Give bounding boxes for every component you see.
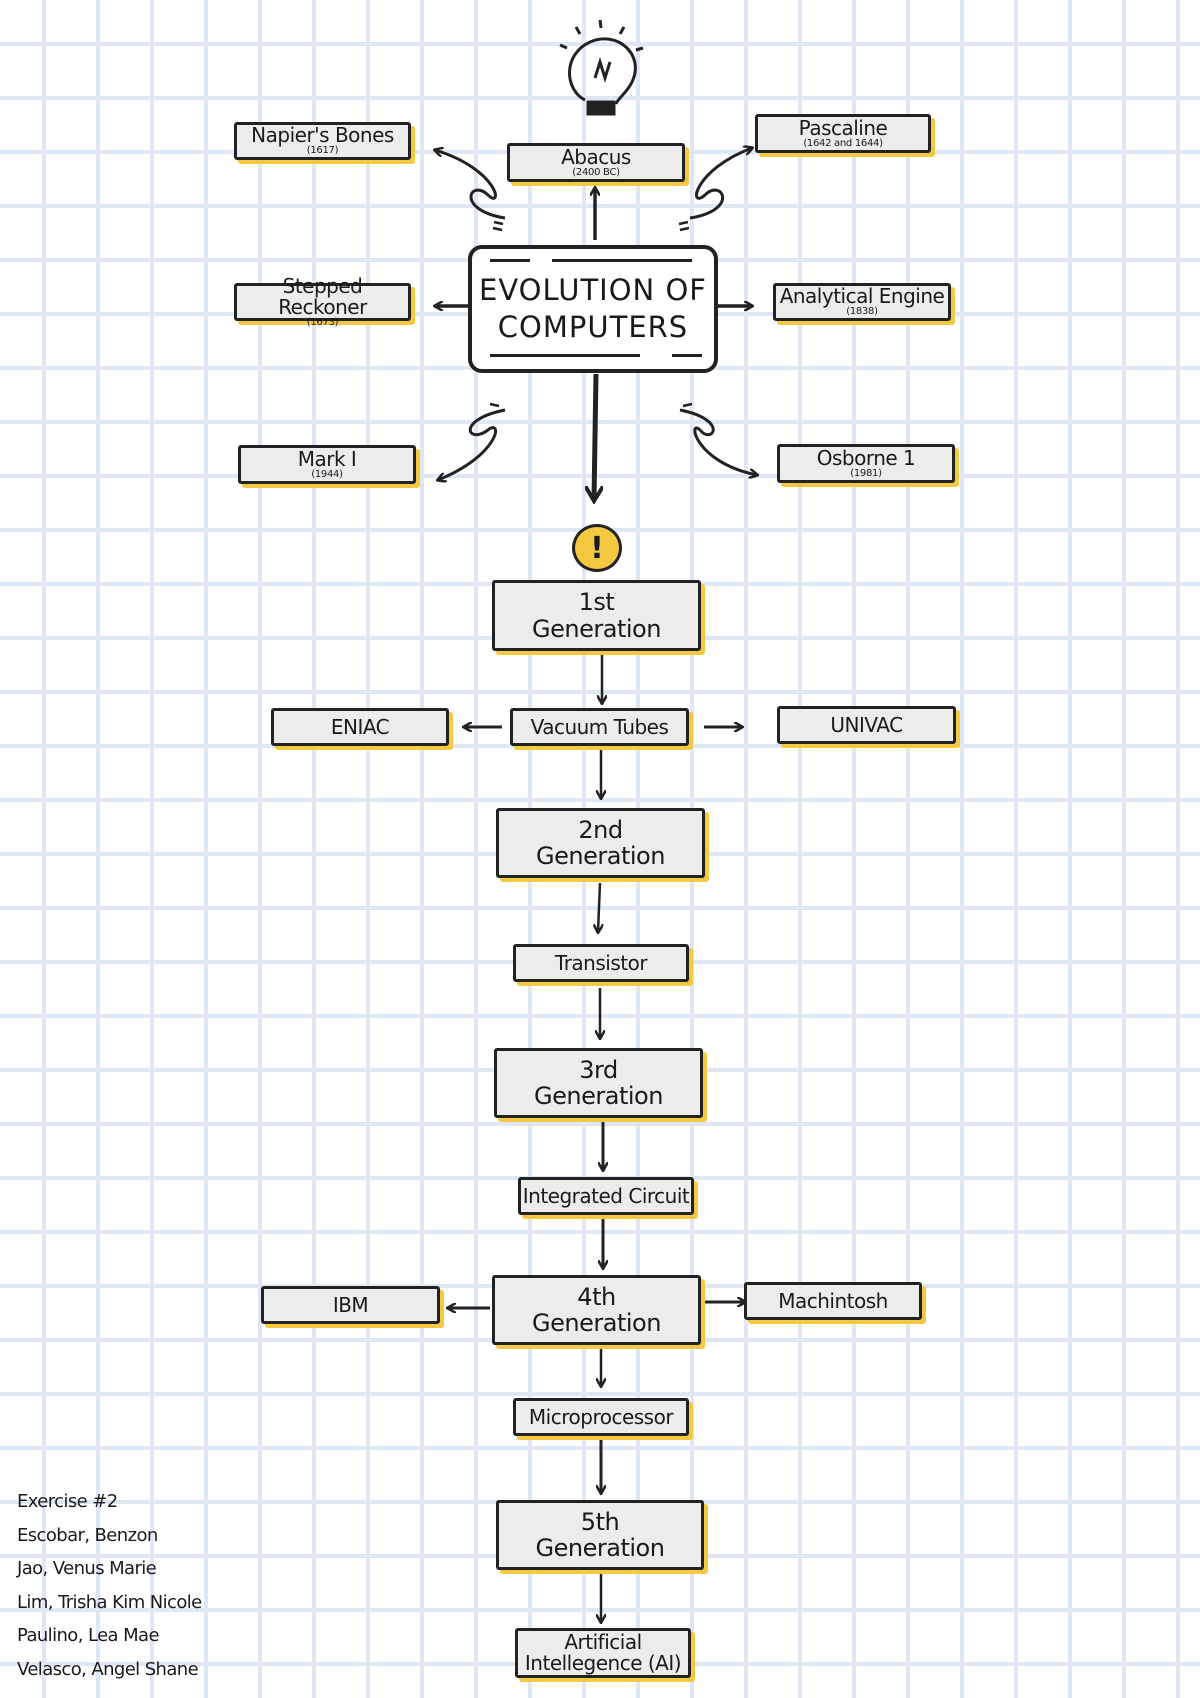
node-eniac: ENIAC bbox=[271, 708, 449, 746]
abacus-year: (2400 BC) bbox=[572, 166, 620, 178]
credits-list: Exercise #2 Escobar, Benzon Jao, Venus M… bbox=[17, 1485, 202, 1686]
node-analytical-engine: Analytical Engine (1838) bbox=[773, 283, 951, 321]
exclamation-bulb-icon: ! bbox=[572, 524, 622, 572]
ibm-label: IBM bbox=[332, 1292, 369, 1317]
gen3-line2: Generation bbox=[534, 1082, 663, 1110]
node-stepped-reckoner: Stepped Reckoner (1673) bbox=[234, 275, 411, 327]
napier-label: Napier's Bones bbox=[251, 123, 394, 148]
main-title-line2: COMPUTERS bbox=[497, 310, 689, 344]
main-title-line1: EVOLUTION OF bbox=[479, 272, 707, 307]
ic-label: Integrated Circuit bbox=[522, 1183, 690, 1208]
stepped-label: Stepped Reckoner bbox=[278, 273, 367, 319]
credit-name: Paulino, Lea Mae bbox=[17, 1625, 160, 1646]
node-artificial-intelligence: Artificial Intellegence (AI) bbox=[515, 1628, 691, 1678]
gen5-line2: Generation bbox=[535, 1534, 665, 1562]
gen2-line2: Generation bbox=[536, 842, 665, 870]
pascaline-label: Pascaline bbox=[798, 115, 888, 140]
credit-name: Jao, Venus Marie bbox=[17, 1558, 157, 1579]
node-pascaline: Pascaline (1642 and 1644) bbox=[755, 114, 931, 153]
node-abacus: Abacus (2400 BC) bbox=[507, 143, 685, 182]
osborne-label: Osborne 1 bbox=[816, 445, 916, 470]
node-univac: UNIVAC bbox=[777, 706, 956, 744]
gen2-line1: 2nd bbox=[578, 815, 623, 844]
eniac-label: ENIAC bbox=[330, 714, 390, 739]
node-integrated-circuit: Integrated Circuit bbox=[518, 1177, 694, 1215]
node-3rd-generation: 3rd Generation bbox=[494, 1048, 703, 1118]
osborne-year: (1981) bbox=[850, 467, 882, 479]
node-5th-generation: 5th Generation bbox=[496, 1500, 704, 1570]
node-napiers-bones: Napier's Bones (1617) bbox=[234, 122, 411, 160]
microprocessor-label: Microprocessor bbox=[528, 1404, 674, 1429]
credit-name: Lim, Trisha Kim Nicole bbox=[17, 1591, 202, 1613]
node-1st-generation: 1st Generation bbox=[492, 580, 701, 651]
pascaline-year: (1642 and 1644) bbox=[803, 137, 883, 149]
gen4-line2: Generation bbox=[532, 1309, 661, 1337]
stepped-year: (1673) bbox=[306, 316, 339, 328]
mark-year: (1944) bbox=[311, 468, 343, 480]
node-machintosh: Machintosh bbox=[744, 1282, 922, 1320]
mark-label: Mark I bbox=[297, 446, 357, 471]
node-mark-i: Mark I (1944) bbox=[238, 445, 416, 484]
node-4th-generation: 4th Generation bbox=[492, 1275, 701, 1345]
node-ibm: IBM bbox=[261, 1286, 440, 1324]
credit-name: Velasco, Angel Shane bbox=[17, 1658, 199, 1680]
analytical-label: Analytical Engine bbox=[779, 284, 945, 309]
gen1-line2: Generation bbox=[532, 614, 661, 643]
lightbulb-icon bbox=[559, 19, 644, 116]
node-vacuum-tubes: Vacuum Tubes bbox=[510, 708, 689, 746]
gen4-line1: 4th bbox=[577, 1282, 616, 1311]
transistor-label: Transistor bbox=[554, 950, 648, 975]
credit-exercise: Exercise #2 bbox=[17, 1491, 118, 1512]
exclamation-mark: ! bbox=[590, 530, 604, 566]
ai-line2: Intellegence (AI) bbox=[524, 1651, 682, 1675]
gen3-line1: 3rd bbox=[579, 1055, 618, 1084]
main-title-frame: EVOLUTION OF COMPUTERS bbox=[468, 245, 718, 373]
vacuum-label: Vacuum Tubes bbox=[530, 714, 669, 739]
univac-label: UNIVAC bbox=[830, 712, 903, 737]
gen1-line1: 1st bbox=[578, 588, 615, 617]
machintosh-label: Machintosh bbox=[778, 1288, 888, 1313]
gen5-line1: 5th bbox=[580, 1507, 620, 1536]
analytical-year: (1838) bbox=[846, 306, 878, 318]
abacus-label: Abacus bbox=[561, 144, 631, 169]
node-osborne-1: Osborne 1 (1981) bbox=[777, 444, 955, 483]
ai-line1: Artificial bbox=[564, 1630, 642, 1654]
main-title: EVOLUTION OF COMPUTERS bbox=[479, 272, 707, 346]
credit-name: Escobar, Benzon bbox=[17, 1524, 158, 1546]
node-transistor: Transistor bbox=[513, 944, 689, 982]
node-2nd-generation: 2nd Generation bbox=[496, 808, 705, 878]
node-microprocessor: Microprocessor bbox=[513, 1398, 689, 1436]
napier-year: (1617) bbox=[306, 145, 339, 157]
